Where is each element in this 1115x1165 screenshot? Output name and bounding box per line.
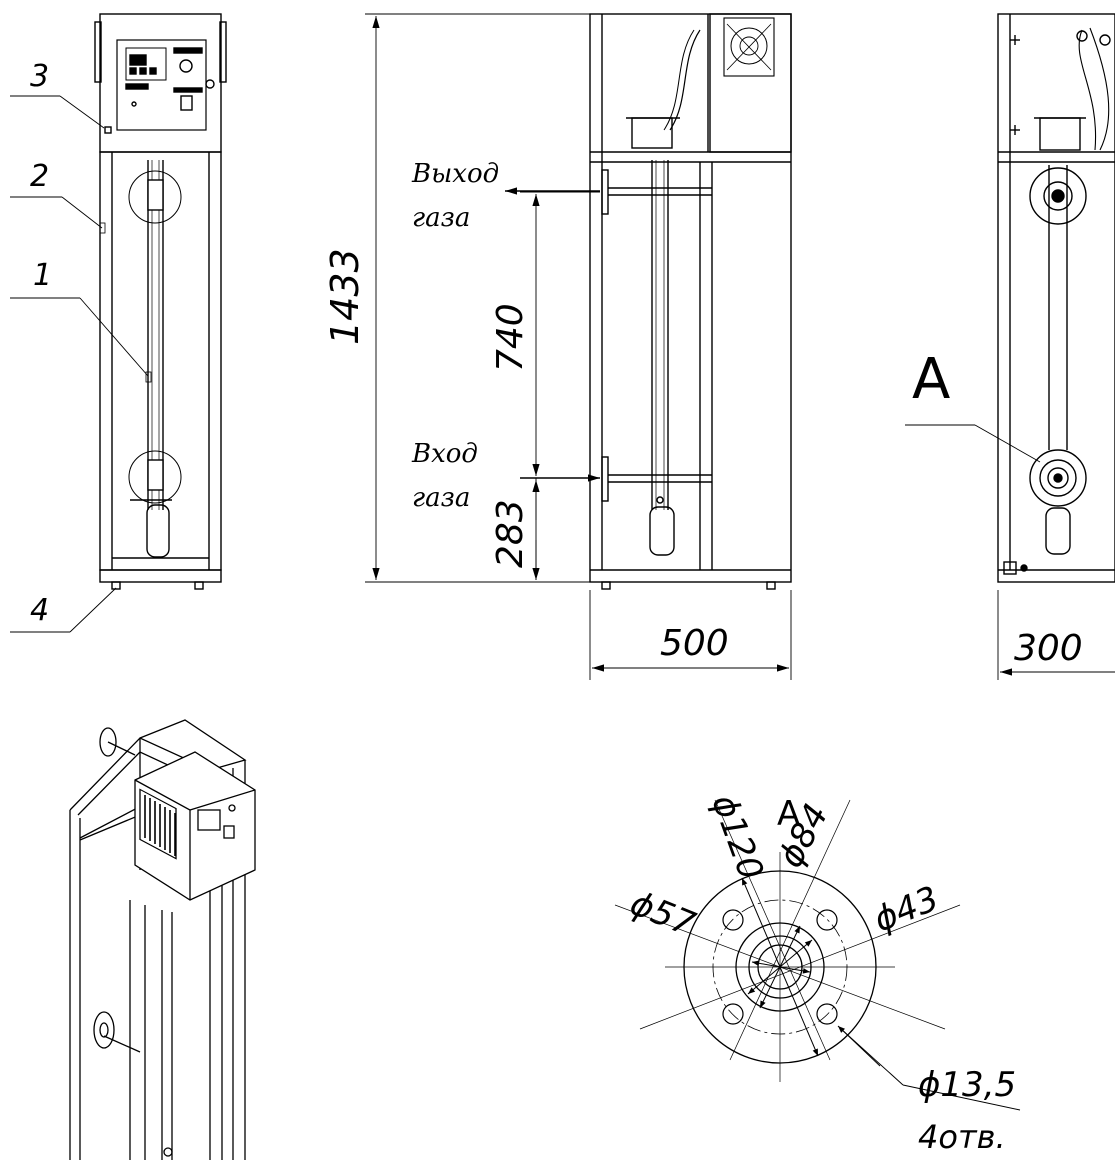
dim-hole-d13_5: ϕ13,5 — [918, 1065, 1016, 1105]
dim-flange-d120: ϕ120 — [704, 789, 771, 885]
label-gas-out-1: Выход — [411, 159, 499, 189]
dim-height-total: 1433 — [323, 248, 367, 345]
dim-hole-count: 4отв. — [918, 1118, 1006, 1156]
dim-width-front: 500 — [660, 623, 729, 664]
callout-2: 2 — [30, 159, 49, 194]
label-gas-in-1: Вход — [411, 439, 478, 469]
label-gas-out-2: газа — [412, 203, 470, 233]
dim-width-side: 300 — [1014, 628, 1083, 669]
callout-4: 4 — [30, 593, 49, 628]
side-view-middle — [589, 13, 792, 590]
bolt-hole — [722, 909, 744, 931]
detail-a-title: A — [777, 794, 800, 834]
bolt-hole — [816, 1003, 838, 1025]
bolt-hole — [816, 909, 838, 931]
view-marker-a: A — [912, 347, 950, 412]
side-view-right — [997, 13, 1115, 583]
callout-3: 3 — [30, 59, 49, 94]
dim-flange-d43: ϕ43 — [868, 879, 944, 941]
callout-leaders — [10, 95, 149, 633]
front-view-left — [94, 13, 227, 590]
dimension-lines — [365, 13, 1115, 680]
dim-between-ports: 740 — [490, 303, 531, 372]
label-gas-in-2: газа — [412, 483, 470, 513]
view-a-leader — [905, 424, 1041, 463]
dim-bottom-offset: 283 — [490, 499, 531, 568]
bolt-hole — [722, 1003, 744, 1025]
frame — [99, 151, 222, 571]
callout-1: 1 — [33, 258, 52, 293]
control-box — [99, 13, 222, 153]
flange-detail — [614, 799, 1021, 1111]
isometric-view — [69, 719, 256, 1160]
fan-housing — [709, 13, 792, 153]
